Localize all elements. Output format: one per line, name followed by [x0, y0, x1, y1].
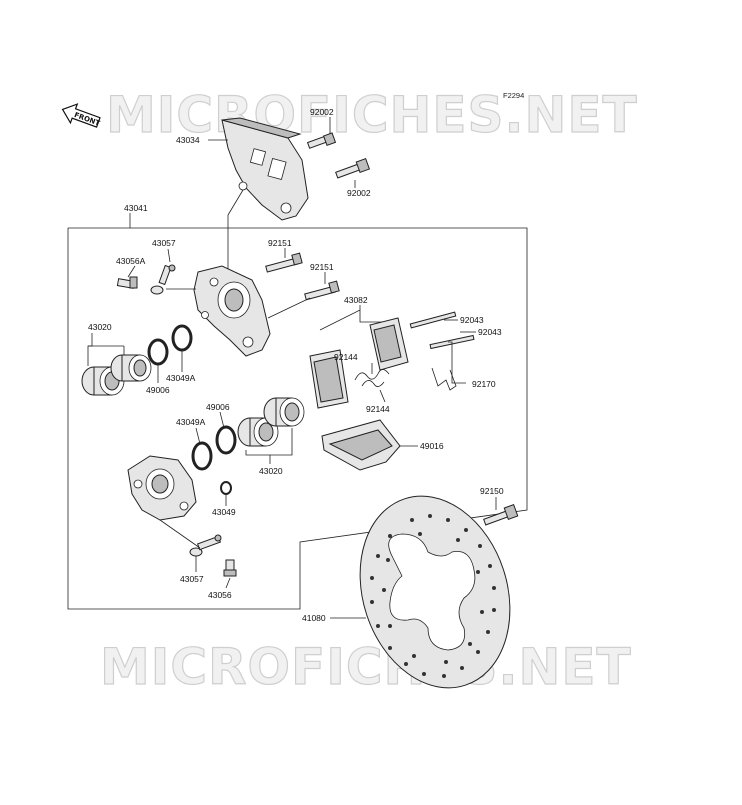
label-43020-right: 43020: [259, 466, 283, 476]
label-43034: 43034: [176, 135, 200, 145]
watermark-top: MICROFICHES.NET: [106, 86, 638, 144]
piston-43020-right-b: [263, 397, 305, 427]
label-41080: 41080: [302, 613, 326, 623]
bolt-92002-bottom: [335, 158, 371, 179]
seal-49006-left: [147, 338, 169, 366]
caliper-body-upper: [193, 265, 271, 357]
label-92043-a: 92043: [460, 315, 484, 325]
label-92150: 92150: [480, 486, 504, 496]
bleeder-43056A: [116, 276, 138, 289]
oring-43049: [220, 481, 232, 495]
label-92144-b: 92144: [366, 404, 390, 414]
label-43049: 43049: [212, 507, 236, 517]
label-92043-b: 92043: [478, 327, 502, 337]
label-43049A-left: 43049A: [166, 373, 196, 383]
group-frame-43041: [67, 227, 528, 610]
label-43041: 43041: [124, 203, 148, 213]
cap-43057-top: [150, 264, 176, 295]
label-49006-right: 49006: [206, 402, 230, 412]
label-43020-left: 43020: [88, 322, 112, 332]
label-92002-top: 92002: [310, 107, 334, 117]
diagram-code: F2294: [503, 91, 524, 100]
caliper-bracket: [221, 117, 309, 221]
watermark-bottom: MICROFICHES.NET: [100, 638, 632, 696]
label-43082: 43082: [344, 295, 368, 305]
label-92151-b: 92151: [310, 262, 334, 272]
label-43056: 43056: [208, 590, 232, 600]
label-43057-bottom: 43057: [180, 574, 204, 584]
label-92144-a: 92144: [334, 352, 358, 362]
bolt-92150: [483, 504, 519, 526]
pin-92151-b: [304, 280, 340, 301]
piston-43020-left-b: [110, 354, 152, 382]
label-43049A-right: 43049A: [176, 417, 206, 427]
seal-49006-right: [215, 425, 237, 455]
brake-disc: [359, 495, 511, 689]
label-49006-left: 49006: [146, 385, 170, 395]
brake-pad-left: [309, 349, 349, 409]
cap-43057-bottom: [189, 534, 222, 557]
spring-92144: [354, 369, 390, 387]
pin-92043-a: [409, 311, 457, 329]
label-49016: 49016: [420, 441, 444, 451]
label-92151-a: 92151: [268, 238, 292, 248]
bleeder-43056: [223, 559, 237, 577]
label-43056A: 43056A: [116, 256, 146, 266]
seal-43049A-right: [191, 441, 213, 471]
label-92170: 92170: [472, 379, 496, 389]
label-43057-top: 43057: [152, 238, 176, 248]
pad-shim-49016: [321, 419, 401, 471]
bolt-92002-top: [306, 132, 337, 149]
caliper-body-lower: [127, 455, 197, 521]
pin-92151-a: [265, 252, 303, 273]
seal-43049A-left: [171, 324, 193, 352]
front-arrow-icon: FRONT: [61, 103, 101, 128]
brake-pad-right: [369, 317, 409, 371]
label-92002-bottom: 92002: [347, 188, 371, 198]
